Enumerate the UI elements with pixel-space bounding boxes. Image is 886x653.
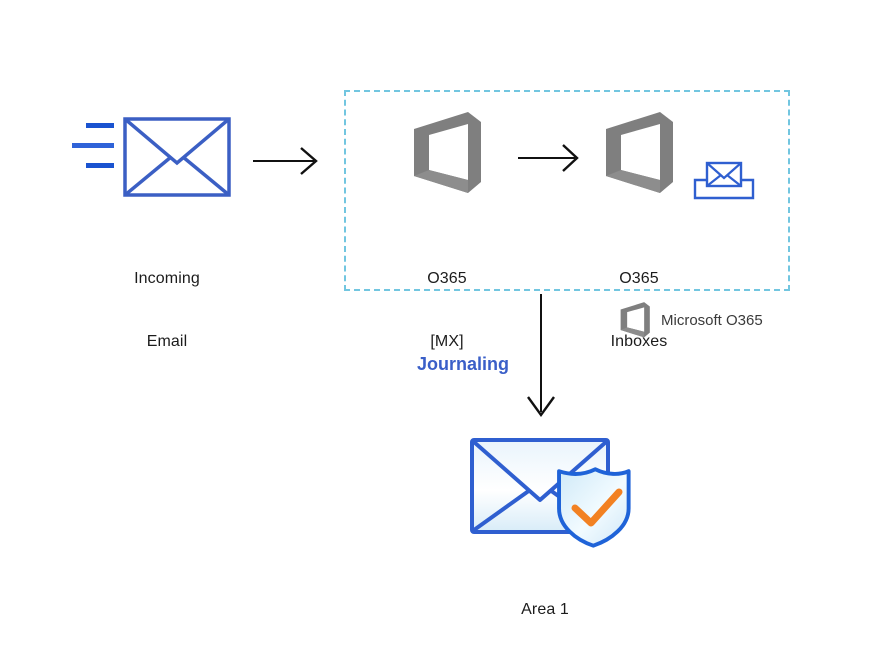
arrow-head — [300, 147, 318, 175]
o365-region-boundary — [344, 90, 790, 291]
arrow-head — [527, 396, 555, 418]
office-365-logo-icon — [620, 302, 650, 338]
office-logo-shade — [606, 170, 660, 193]
edge-inboxes-to-area1 — [524, 294, 558, 419]
edge-mx-to-inboxes — [518, 142, 584, 174]
journaling-label: Journaling — [417, 354, 510, 374]
arrow-right-icon — [253, 147, 318, 175]
incoming-email-caption-line-2: Email — [146, 333, 188, 350]
inbox-tray-envelope-icon — [693, 161, 755, 200]
area1-email-security-caption: Area 1 email security — [470, 557, 620, 653]
arrow-down-icon — [527, 294, 555, 418]
motion-line-middle — [72, 143, 114, 148]
o365-mx-caption-line-1: O365 — [427, 270, 467, 287]
inbox-envelope-fold-right — [726, 174, 742, 187]
envelope-shield-check-icon — [470, 438, 631, 548]
envelope-fold-left — [472, 488, 532, 532]
office-logo-shade — [620, 327, 645, 338]
office-365-logo-icon — [606, 112, 673, 193]
envelope-fold-left — [123, 155, 173, 197]
o365-inboxes-node — [600, 112, 678, 194]
legend-label: Microsoft O365 — [661, 311, 763, 329]
office-365-logo-icon — [414, 112, 481, 193]
office-logo-page — [429, 124, 468, 180]
incoming-email-node — [70, 115, 240, 215]
o365-inboxes-caption-line-1: O365 — [619, 270, 659, 287]
area1-caption-line-1: Area 1 — [521, 601, 569, 618]
office-logo-page — [627, 307, 645, 332]
envelope-flap — [472, 440, 608, 502]
envelope-flap — [123, 117, 231, 166]
incoming-email-caption-line-1: Incoming — [134, 270, 200, 287]
arrow-head — [562, 144, 579, 172]
motion-line-bottom — [86, 163, 114, 168]
incoming-email-caption: Incoming Email — [97, 226, 237, 394]
shield-shape — [557, 467, 631, 548]
edge-incoming-to-mx — [253, 145, 323, 177]
o365-mx-caption-line-2: [MX] — [430, 333, 464, 350]
office-logo-page — [621, 124, 660, 180]
o365-mx-caption: O365 [MX] — [377, 226, 517, 394]
o365-inboxes-caption: O365 Inboxes — [569, 226, 709, 394]
inbox-envelope-flap — [706, 162, 742, 180]
o365-mx-node — [408, 112, 486, 194]
envelope-fold-right — [181, 155, 231, 197]
office-logo-shade — [414, 170, 468, 193]
inbox-envelope-fold-left — [706, 174, 722, 187]
motion-line-top — [86, 123, 114, 128]
arrow-right-icon — [518, 144, 579, 172]
inbox-tray-node — [692, 158, 756, 202]
o365-inboxes-caption-line-2: Inboxes — [610, 333, 668, 350]
area1-email-security-node — [468, 432, 633, 548]
envelope-with-motion-lines-icon — [72, 117, 231, 197]
check-mark-icon — [571, 488, 623, 527]
legend-microsoft-o365: Microsoft O365 — [618, 302, 763, 338]
